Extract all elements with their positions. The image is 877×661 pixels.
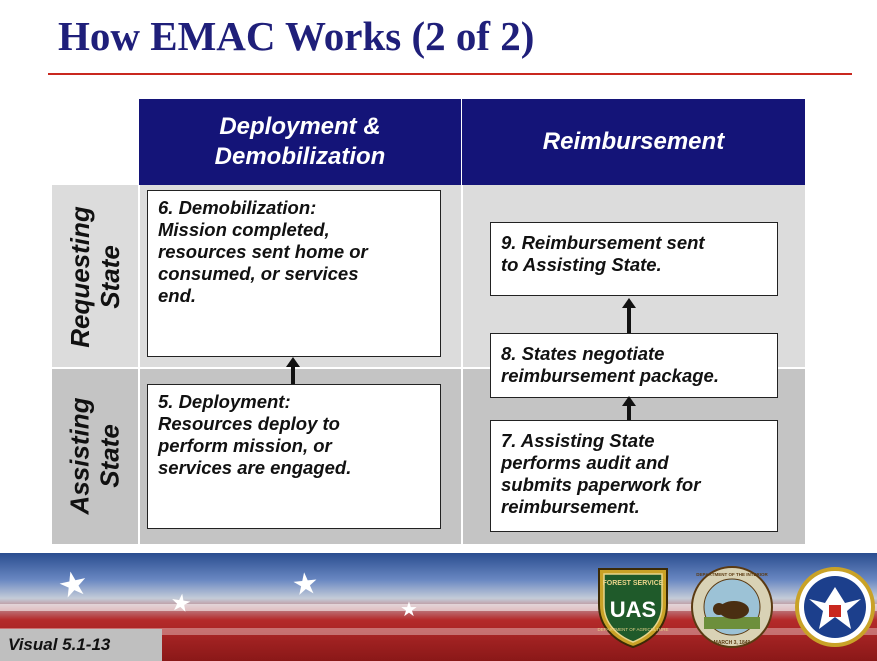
- interior-seal-bottom-text: MARCH 3, 1849: [714, 640, 751, 646]
- arrow-step7-to-step8: [622, 396, 636, 420]
- step-5-line-1: 5. Deployment:: [158, 391, 291, 412]
- column-divider: [461, 185, 463, 544]
- flag-star-icon: ★: [400, 599, 418, 621]
- step-6-demobilization-box: 6. Demobilization: Mission completed, re…: [147, 190, 441, 357]
- step-6-line-4: consumed, or services: [158, 263, 359, 284]
- step-5-line-4: services are engaged.: [158, 457, 352, 478]
- step-9-line-2: to Assisting State.: [501, 254, 662, 275]
- step-7-audit-box: 7. Assisting State performs audit and su…: [490, 420, 778, 532]
- row-label-requesting-line-2: State: [95, 244, 126, 309]
- title-underline: [48, 73, 852, 75]
- forest-service-bottom-text: DEPARTMENT OF AGRICULTURE: [598, 627, 669, 632]
- row-label-requesting-state: Requesting State: [52, 185, 138, 368]
- flag-star-icon: ★: [168, 588, 194, 619]
- footer-flag-stripe: [0, 628, 877, 635]
- forest-service-shield-icon: FOREST SERVICE UAS DEPARTMENT OF AGRICUL…: [593, 565, 673, 649]
- step-7-line-1: 7. Assisting State: [501, 430, 655, 451]
- label-column-divider: [138, 185, 140, 544]
- step-5-deployment-box: 5. Deployment: Resources deploy to perfo…: [147, 384, 441, 529]
- column-header-reimbursement: Reimbursement: [462, 99, 805, 185]
- column-header-deployment-line-2: Demobilization: [214, 143, 386, 170]
- step-6-line-3: resources sent home or: [158, 241, 368, 262]
- row-label-assisting-state: Assisting State: [52, 368, 138, 544]
- column-header-deployment: Deployment & Demobilization: [139, 99, 461, 185]
- column-header-reimbursement-line-1: Reimbursement: [542, 128, 725, 155]
- step-7-line-4: reimbursement.: [501, 496, 640, 517]
- step-6-line-1: 6. Demobilization:: [158, 197, 317, 218]
- step-5-line-3: perform mission, or: [158, 435, 332, 456]
- step-9-reimbursement-sent-box: 9. Reimbursement sent to Assisting State…: [490, 222, 778, 296]
- step-8-line-1: 8. States negotiate: [501, 343, 665, 364]
- arrow-step5-to-step6: [286, 357, 300, 384]
- step-5-line-2: Resources deploy to: [158, 413, 340, 434]
- arrow-step8-to-step9: [622, 298, 636, 333]
- bison-seal-icon: DEPARTMENT OF THE INTERIOR MARCH 3, 1849: [690, 565, 774, 649]
- row-label-requesting-line-1: Requesting: [65, 205, 96, 348]
- row-label-assisting-line-1: Assisting: [65, 397, 95, 515]
- visual-number-label: Visual 5.1-13: [0, 629, 162, 661]
- flag-star-icon: ★: [290, 566, 321, 603]
- row-divider: [52, 367, 805, 369]
- slide-title: How EMAC Works (2 of 2): [58, 13, 535, 59]
- footer-flag-stripe: [0, 604, 877, 611]
- step-8-negotiate-box: 8. States negotiate reimbursement packag…: [490, 333, 778, 398]
- step-6-line-5: end.: [158, 285, 197, 306]
- step-6-line-2: Mission completed,: [158, 219, 330, 240]
- eagle-seal-icon: [795, 565, 875, 649]
- interior-seal-top-text: DEPARTMENT OF THE INTERIOR: [696, 572, 768, 577]
- forest-service-top-text: FOREST SERVICE: [603, 580, 664, 587]
- step-7-line-2: performs audit and: [501, 452, 669, 473]
- row-label-assisting-line-2: State: [95, 424, 125, 488]
- step-9-line-1: 9. Reimbursement sent: [501, 232, 705, 253]
- step-8-line-2: reimbursement package.: [501, 365, 719, 386]
- column-header-deployment-line-1: Deployment &: [219, 113, 381, 140]
- forest-service-center-text: UAS: [610, 597, 656, 622]
- step-7-line-3: submits paperwork for: [501, 474, 701, 495]
